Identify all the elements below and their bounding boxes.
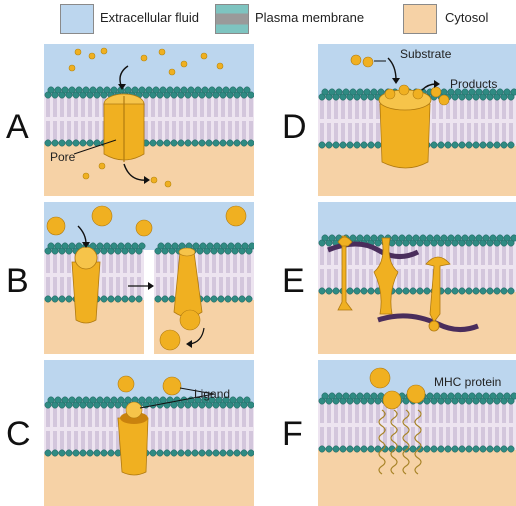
panel-d-letter: D [282, 108, 307, 146]
panel-f: MHC protein [318, 360, 516, 506]
pore-protein [103, 93, 145, 162]
panel-d: Substrate Products [318, 44, 516, 196]
ligand-label: Ligand [194, 387, 230, 401]
panel-c-letter: C [6, 415, 31, 453]
panel-f-letter: F [282, 415, 303, 453]
panel-a: Pore [44, 44, 254, 196]
panel-b [44, 202, 254, 354]
legend: Extracellular fluid Plasma membrane Cyto… [0, 0, 516, 40]
cytosol-swatch [403, 4, 437, 34]
panel-c: Ligand [44, 360, 254, 506]
panel-b-letter: B [6, 262, 29, 300]
cytosol-label: Cytosol [445, 10, 489, 25]
membrane-f [318, 392, 516, 506]
panel-e-letter: E [282, 262, 305, 300]
panel-e [318, 202, 516, 354]
mhc-label: MHC protein [434, 375, 501, 389]
membrane-label: Plasma membrane [255, 10, 365, 25]
extracellular-label: Extracellular fluid [100, 10, 199, 25]
pore-label: Pore [50, 150, 76, 164]
substrate-label: Substrate [400, 47, 452, 61]
panel-a-letter: A [6, 108, 29, 146]
membrane-c [44, 396, 254, 506]
products-label: Products [450, 77, 497, 91]
membrane-swatch [215, 4, 249, 34]
membrane-e [318, 234, 516, 354]
extracellular-swatch [60, 4, 94, 34]
